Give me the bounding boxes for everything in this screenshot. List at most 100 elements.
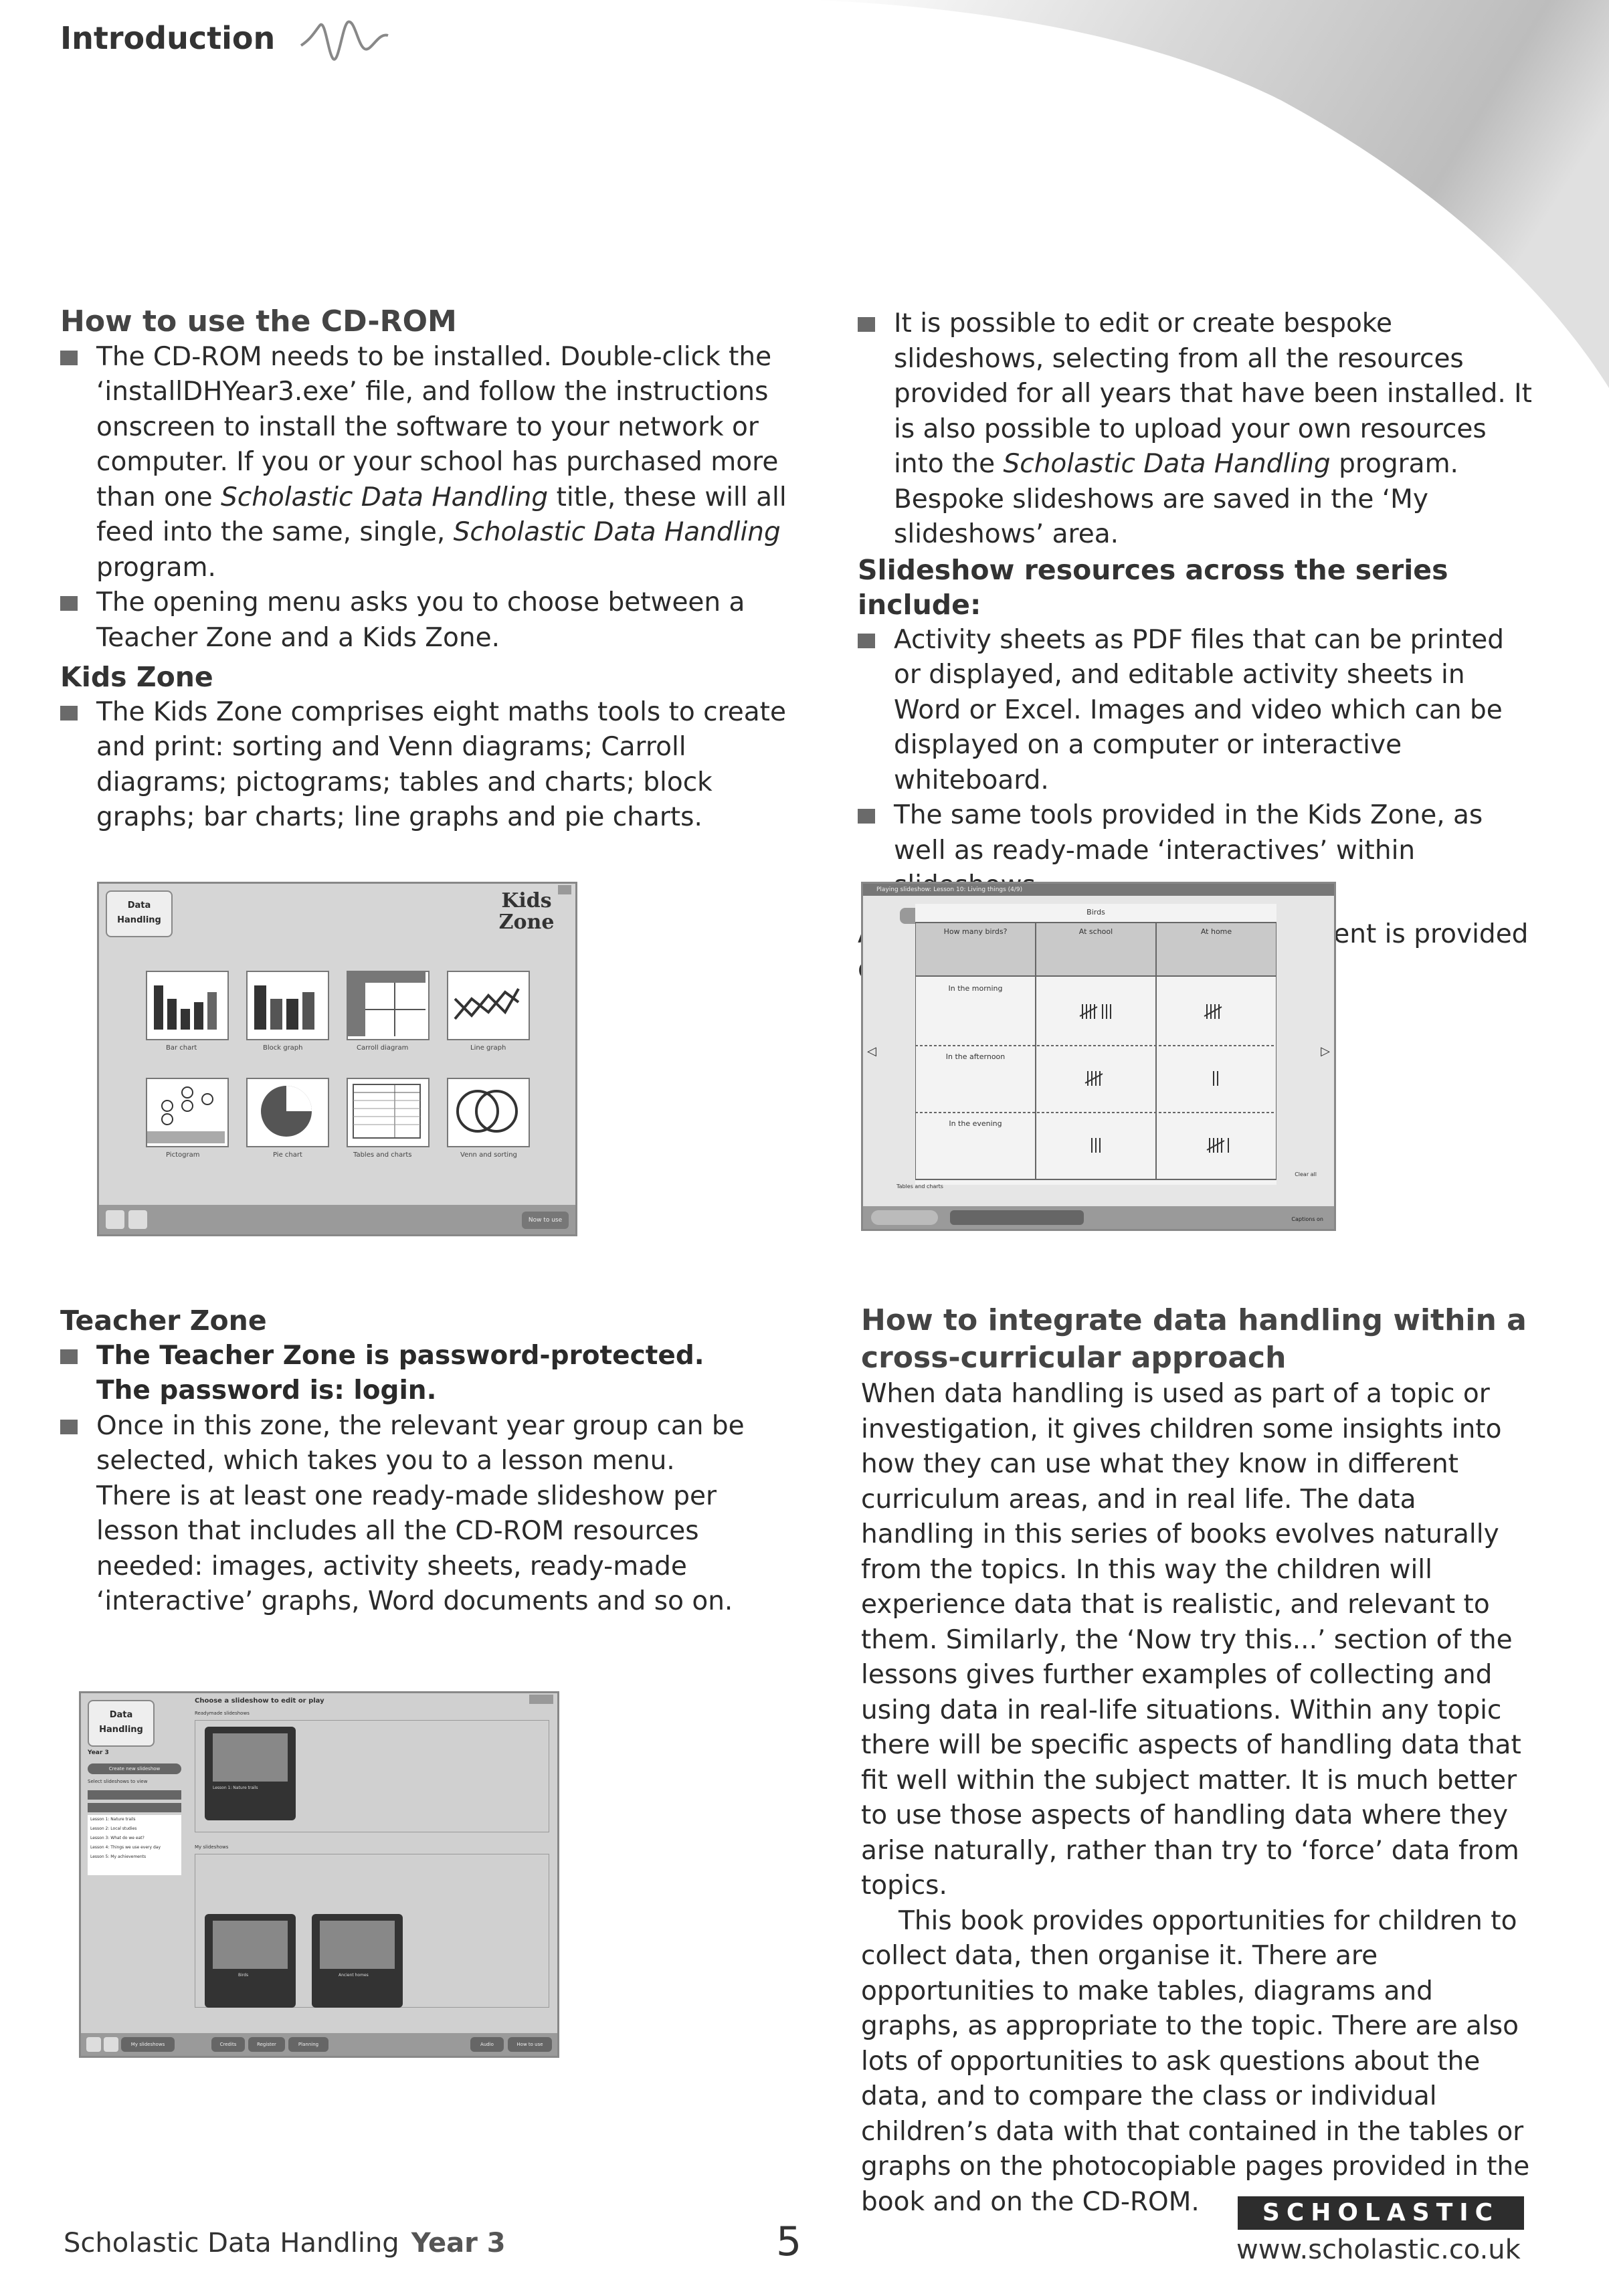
pictogram-icon	[147, 1086, 225, 1143]
my-slideshows-button[interactable]: My slideshows	[121, 2037, 175, 2052]
thumb-image	[213, 1733, 288, 1782]
create-slideshow-button[interactable]: Create new slideshow	[88, 1763, 181, 1774]
cdrom-section: How to use the CD-ROM The CD-ROM needs t…	[60, 304, 789, 836]
teacher-zone-screenshot: Choose a slideshow to edit or play Data …	[79, 1691, 559, 2058]
venn-icon	[456, 1090, 518, 1133]
pictogram-tool[interactable]	[146, 1078, 229, 1147]
integrate-para-2: This book provides opportunities for chi…	[861, 1905, 1530, 2217]
home-icon[interactable]	[86, 2037, 101, 2052]
how-to-use-button[interactable]: Now to use	[522, 1212, 569, 1229]
lesson-item[interactable]: Lesson 1: Nature trails	[90, 1817, 136, 1822]
tables-charts-tool[interactable]	[347, 1078, 430, 1147]
slideshow-toolbar	[863, 1206, 1334, 1229]
footer-year: Year 3	[411, 2228, 506, 2259]
tool-label: Bar chart	[166, 1044, 197, 1052]
slideshow-thumb[interactable]: Ancient homes	[312, 1914, 403, 2008]
squiggle-icon	[300, 20, 389, 61]
block-graph-tool[interactable]	[246, 971, 329, 1040]
integrate-heading: How to integrate data handling within a …	[861, 1303, 1527, 1375]
row-header: In the afternoon	[946, 1052, 1006, 1061]
thumb-image	[213, 1921, 288, 1969]
prev-slide-icon[interactable]: ◁	[867, 1044, 876, 1058]
bar-chart-icon	[154, 985, 217, 1030]
table-icon	[353, 1084, 421, 1139]
kids-zone-bullet: The Kids Zone comprises eight maths tool…	[60, 695, 789, 836]
lesson-item[interactable]: Lesson 4: Things we use every day	[90, 1845, 161, 1850]
carroll-diagram-icon	[348, 972, 425, 1036]
line-graph-icon	[454, 988, 520, 1020]
pie-chart-icon	[261, 1086, 312, 1137]
playback-controls[interactable]	[871, 1210, 938, 1225]
corner-swoosh	[813, 0, 1609, 388]
readymade-area	[195, 1720, 549, 1832]
lesson-item[interactable]: Lesson 5: My achievements	[90, 1854, 147, 1859]
bespoke-section: It is possible to edit or create bespoke…	[858, 306, 1533, 987]
thumb-image	[320, 1921, 395, 1969]
planning-button[interactable]: Planning	[288, 2037, 328, 2052]
venn-tool[interactable]	[447, 1078, 530, 1147]
select-label: Select slideshows to view	[88, 1779, 148, 1784]
home-icon[interactable]	[106, 1210, 124, 1229]
year-select[interactable]	[88, 1790, 181, 1800]
clear-all-button[interactable]: Clear all	[1295, 1171, 1317, 1177]
audio-button[interactable]: Audio	[470, 2037, 504, 2052]
pie-chart-tool[interactable]	[246, 1078, 329, 1147]
data-handling-logo: Data Handling	[106, 890, 173, 937]
window-controls[interactable]	[529, 1695, 553, 1704]
slideshow-thumb[interactable]: Lesson 1: Nature trails	[205, 1727, 296, 1820]
teacher-zone-password: The Teacher Zone is password-protected. …	[60, 1339, 752, 1409]
cdrom-bullet-menu: The opening menu asks you to choose betw…	[60, 585, 789, 656]
toolbar-buttons[interactable]	[950, 1210, 1084, 1225]
scholastic-logo: SCHOLASTIC	[1238, 2196, 1524, 2230]
slide-footer-label: Tables and charts	[896, 1183, 943, 1189]
year-label: Year 3	[88, 1749, 109, 1756]
slideshow-screenshot: Playing slideshow: Lesson 10: Living thi…	[861, 882, 1336, 1231]
slideshow-title-bar: Playing slideshow: Lesson 10: Living thi…	[863, 884, 1334, 896]
col-header: At home	[1201, 927, 1232, 936]
bar-chart-tool[interactable]	[146, 971, 229, 1040]
tool-label: Tables and charts	[353, 1151, 412, 1159]
col-header: How many birds?	[944, 927, 1008, 936]
bespoke-bullet: It is possible to edit or create bespoke…	[858, 306, 1533, 553]
tally-marks	[1079, 1004, 1229, 1153]
teacher-shot-title: Choose a slideshow to edit or play	[195, 1697, 324, 1705]
resources-heading: Slideshow resources across the series in…	[858, 553, 1448, 621]
page-number: 5	[776, 2218, 802, 2265]
tool-label: Carroll diagram	[357, 1044, 409, 1052]
integrate-para-1: When data handling is used as part of a …	[861, 1379, 1521, 1901]
kids-toolbar	[99, 1205, 575, 1234]
tool-label: Pictogram	[166, 1151, 200, 1159]
window-close-icon[interactable]	[558, 885, 571, 894]
line-graph-tool[interactable]	[447, 971, 530, 1040]
data-handling-logo: Data Handling	[88, 1700, 155, 1747]
col-header: At school	[1079, 927, 1113, 936]
captions-toggle[interactable]: Captions on	[1291, 1216, 1323, 1222]
lesson-list[interactable]: Lesson 1: Nature trails Lesson 2: Local …	[88, 1815, 181, 1875]
kids-zone-heading: Kids Zone	[60, 661, 213, 693]
kids-zone-screenshot: Data Handling Kids Zone Bar chart Block …	[97, 882, 577, 1236]
lesson-item[interactable]: Lesson 3: What do we eat?	[90, 1836, 145, 1840]
block-graph-icon	[254, 985, 314, 1030]
back-icon[interactable]	[104, 2037, 118, 2052]
lesson-item[interactable]: Lesson 2: Local studies	[90, 1826, 137, 1831]
cdrom-bullet-install: The CD-ROM needs to be installed. Double…	[60, 340, 789, 586]
publisher-url[interactable]: www.scholastic.co.uk	[1236, 2234, 1521, 2265]
tool-label: Venn and sorting	[460, 1151, 517, 1159]
integrate-section: How to integrate data handling within a …	[861, 1302, 1537, 2220]
birds-table-title: Birds	[1086, 908, 1105, 917]
next-slide-icon[interactable]: ▷	[1321, 1044, 1330, 1058]
slideshow-thumb[interactable]: Birds	[205, 1914, 296, 2008]
credits-button[interactable]: Credits	[211, 2037, 245, 2052]
teacher-zone-heading: Teacher Zone	[60, 1305, 267, 1337]
row-header: In the morning	[948, 984, 1002, 993]
page-header: Introduction	[60, 20, 276, 56]
back-icon[interactable]	[128, 1210, 147, 1229]
register-button[interactable]: Register	[248, 2037, 285, 2052]
carroll-diagram-tool[interactable]	[347, 971, 430, 1040]
tool-label: Pie chart	[273, 1151, 302, 1159]
how-to-use-button[interactable]: How to use	[508, 2037, 552, 2052]
tool-label: Line graph	[470, 1044, 506, 1052]
readymade-label: Readymade slideshows	[195, 1711, 250, 1716]
lesson-select[interactable]	[88, 1803, 181, 1812]
